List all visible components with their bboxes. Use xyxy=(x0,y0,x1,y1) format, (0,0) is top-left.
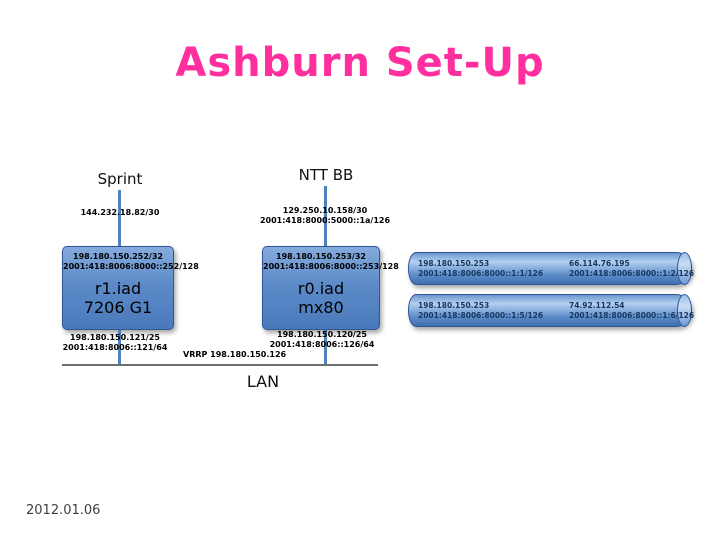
downlink-line-r1 xyxy=(118,330,121,365)
tunnel-cylinder-2: 198.180.150.253 2001:418:8006:8000::1:5/… xyxy=(408,294,694,327)
slide-title: Ashburn Set-Up xyxy=(175,40,545,86)
tunnel2-left-endpoint: 198.180.150.253 2001:418:8006:8000::1:5/… xyxy=(418,301,543,321)
sprint-link-ip: 144.232.18.82/30 xyxy=(80,208,160,217)
tunnel2-right-v6: 2001:418:8006:8000::1:6/126 xyxy=(569,311,695,320)
r0-lan-ipv4: 198.180.150.120/25 xyxy=(277,330,367,339)
tunnel-cylinder-1: 198.180.150.253 2001:418:8006:8000::1:1/… xyxy=(408,252,694,285)
r1-model: 7206 G1 xyxy=(83,298,153,317)
r1-loopback-v6: 2001:418:8006:8000::252/128 xyxy=(63,262,199,271)
uplink-line-nttbb xyxy=(324,186,327,248)
router-node-r1-iad: 198.180.150.252/32 2001:418:8006:8000::2… xyxy=(62,246,199,330)
tunnel2-right-endpoint: 74.92.112.54 2001:418:8006:8000::1:6/126 xyxy=(569,301,694,321)
r1-lan-ipv6: 2001:418:8006::121/64 xyxy=(62,343,168,352)
downlink-line-r0 xyxy=(324,330,327,365)
lan-label: LAN xyxy=(246,372,280,391)
nttbb-link-ipv4: 129.250.10.158/30 xyxy=(282,206,368,215)
tunnel1-right-v4: 66.114.76.195 xyxy=(569,259,630,268)
vrrp-label: VRRP 198.180.150.126 xyxy=(183,350,287,359)
router-node-r0-iad: 198.180.150.253/32 2001:418:8006:8000::2… xyxy=(262,246,399,330)
tunnel2-right-v4: 74.92.112.54 xyxy=(569,301,625,310)
r1-loopback-v4: 198.180.150.252/32 xyxy=(73,252,163,261)
isp-label-sprint: Sprint xyxy=(97,170,143,188)
r0-loopback-v4: 198.180.150.253/32 xyxy=(276,252,366,261)
uplink-line-sprint xyxy=(118,190,121,248)
tunnel2-left-v6: 2001:418:8006:8000::1:5/126 xyxy=(418,311,544,320)
r0-lan-ipv6: 2001:418:8006::126/64 xyxy=(269,340,375,349)
tunnel2-left-v4: 198.180.150.253 xyxy=(418,301,490,310)
lan-bus-line xyxy=(62,364,378,366)
r0-loopback-v6: 2001:418:8006:8000::253/128 xyxy=(263,262,399,271)
cylinder-end-cap xyxy=(677,252,692,285)
r0-hostname: r0.iad xyxy=(297,279,345,298)
tunnel1-right-v6: 2001:418:8006:8000::1:2/126 xyxy=(569,269,695,278)
nttbb-link-ipv6: 2001:418:8000:5000::1a/126 xyxy=(259,216,391,225)
isp-label-nttbb: NTT BB xyxy=(298,166,354,184)
tunnel1-left-v4: 198.180.150.253 xyxy=(418,259,490,268)
tunnel1-left-endpoint: 198.180.150.253 2001:418:8006:8000::1:1/… xyxy=(418,259,543,279)
cylinder-end-cap xyxy=(677,294,692,327)
tunnel1-right-endpoint: 66.114.76.195 2001:418:8006:8000::1:2/12… xyxy=(569,259,694,279)
r1-lan-ipv4: 198.180.150.121/25 xyxy=(70,333,160,342)
r1-hostname: r1.iad xyxy=(94,279,142,298)
r0-model: mx80 xyxy=(298,298,344,317)
slide-date: 2012.01.06 xyxy=(26,503,101,518)
tunnel1-left-v6: 2001:418:8006:8000::1:1/126 xyxy=(418,269,544,278)
